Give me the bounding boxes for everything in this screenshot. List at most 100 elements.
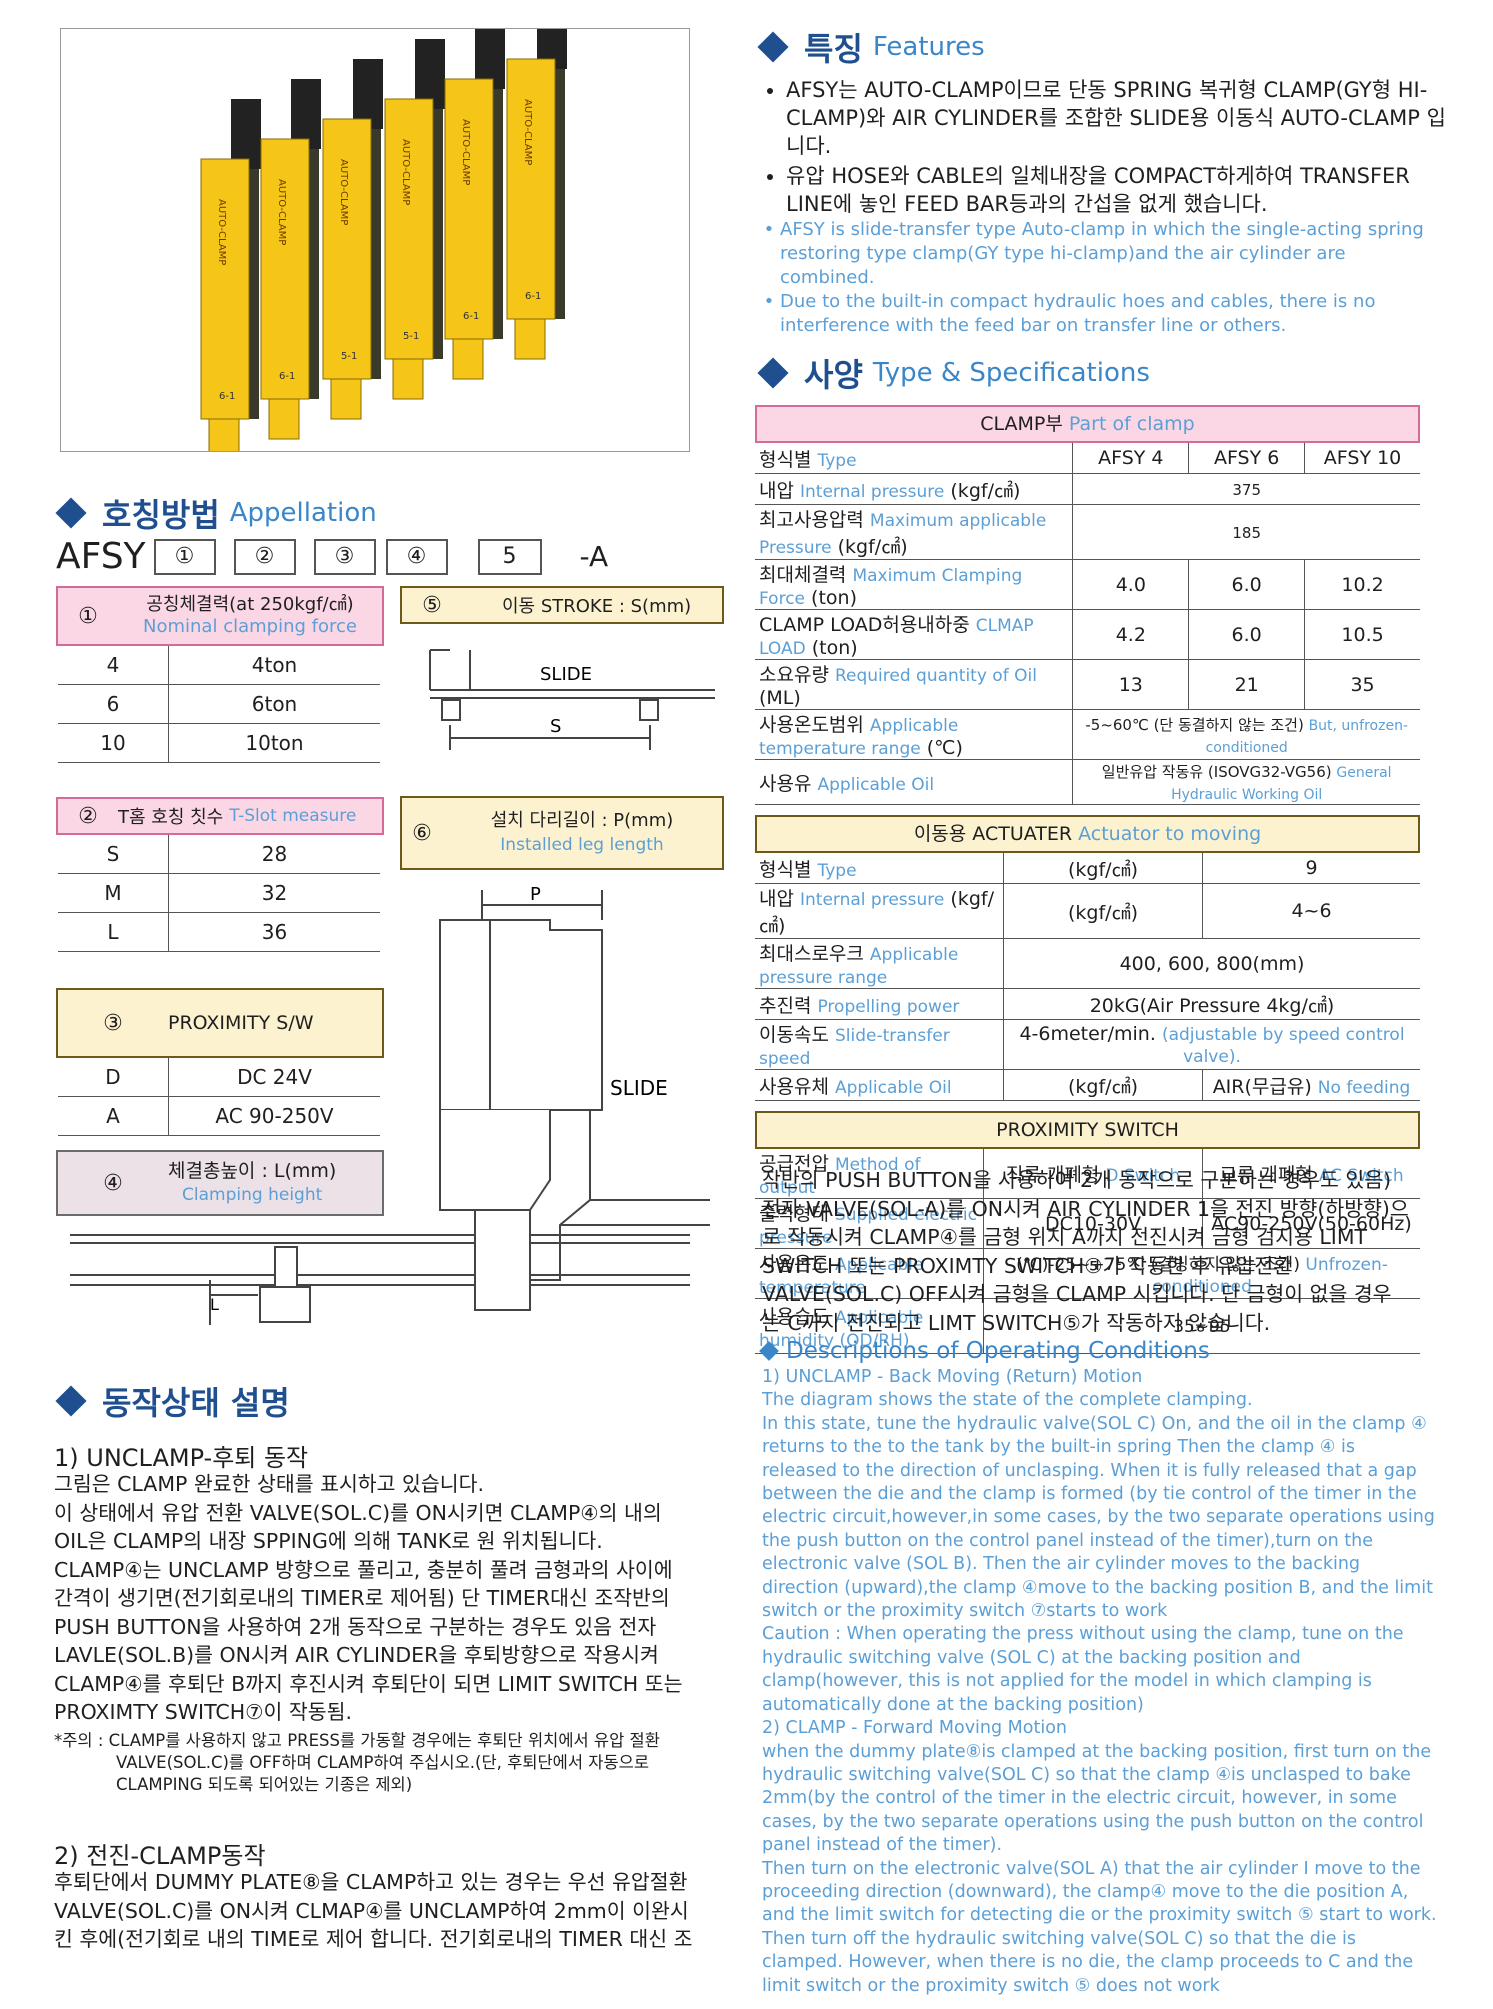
text-line: LAVLE(SOL.B)를 ON시켜 AIR CYLINDER을 후퇴방향으로 … (54, 1643, 659, 1667)
table-row: 사용온도범위 Applicable temperature range (℃)-… (755, 709, 1420, 760)
text-line: 1) UNCLAMP - Back Moving (Return) Motion (762, 1367, 1143, 1387)
clamp-unit: AUTO-CLAMP 5-1 (322, 59, 383, 420)
text-line: clamp(however, this is not applied for t… (762, 1671, 1372, 1692)
appellation-heading: 호칭방법 Appellation (55, 490, 377, 536)
diamond-icon (55, 497, 87, 529)
value-cell: 36 (168, 912, 380, 952)
actuator-header: 이동용 ACTUATER Actuator to moving (755, 815, 1420, 853)
sec1-title: 1) UNCLAMP-후퇴 동작 (54, 1444, 309, 1472)
clamp-label: AUTO-CLAMP (460, 119, 471, 185)
text-line: the push button on the control panel ins… (762, 1530, 1374, 1551)
feature-ko-2: 유압 HOSE와 CABLE의 일체내장을 COMPACT하게하여 TRANSF… (786, 162, 1446, 218)
spec-value: 교류 개폐형 AC Switch (1202, 1149, 1420, 1199)
text-line: hydraulic switching valve (SOL C) at the… (762, 1647, 1301, 1668)
value-cell: DC 24V (168, 1058, 380, 1097)
spec-label: 사용온도범위 Applicable temperature range (℃) (755, 709, 1073, 760)
spec-value: AC90-250V(50-60Hz) (1202, 1198, 1420, 1249)
code-slot-3: ③ (313, 538, 376, 575)
text-line: 2) CLAMP - Forward Moving Motion (762, 1718, 1068, 1739)
text-line: The diagram shows the state of the compl… (762, 1390, 1253, 1411)
spec-value: 4-6meter/min. (adjustable by speed contr… (1003, 1019, 1420, 1070)
spec-value: DC10-30V (983, 1198, 1203, 1249)
spec-unit: (kgf/㎠) (1003, 883, 1203, 939)
stroke-diagram: SLIDE S (429, 649, 715, 750)
specs-title-en: Type & Specifications (872, 358, 1150, 388)
spec-value: 35 (1304, 659, 1420, 710)
sec2-body: 후퇴단에서 DUMMY PLATE⑧을 CLAMP하고 있는 경우는 우선 유압… (54, 1868, 714, 1954)
clamp-size-label: 5-1 (341, 351, 357, 362)
code-cell: 10 (58, 723, 169, 763)
spec-label: 사용습도 Applicable humidity (OD/RH) (755, 1298, 984, 1354)
clamping-height-header: ④ 체결총높이 : L(mm) Clamping height (56, 1150, 384, 1216)
spec-label: 출력형태 Supplied electric pressure (755, 1198, 984, 1249)
clamp-label: AUTO-CLAMP (276, 179, 287, 245)
text-line: VALVE(SOL.C)를 OFF하며 CLAMP하여 주십시오.(단, 후퇴단… (116, 1753, 650, 1772)
spec-label: 이동속도 Slide-transfer speed (755, 1019, 1004, 1070)
operation-heading: 동작상태 설명 (55, 1378, 290, 1424)
sec1-body: 그림은 CLAMP 완료한 상태를 표시하고 있습니다.이 상태에서 유압 전환… (54, 1470, 714, 1727)
text-line: PROXIMTY SWITCH⑦이 작동됨. (54, 1700, 352, 1724)
code-slot-1: ① (153, 538, 216, 575)
spec-value: 20kG(Air Pressure 4kg/㎠) (1003, 988, 1420, 1020)
text-line: CLAMP④를 후퇴단 B까지 후진시켜 후퇴단이 되면 LIMIT SWITC… (54, 1671, 683, 1696)
spec-value: 4.2 (1072, 609, 1189, 660)
text-line: PUSH BUTTON을 사용하여 2개 동작으로 구분하는 경우도 있음 전자 (54, 1614, 657, 1639)
code-suffix: -A (579, 540, 609, 573)
stroke-header: ⑤ 이동 STROKE : S(mm) (400, 586, 724, 624)
table-row: 사용유체 Applicable Oil(kgf/㎠)AIR(무급유) No fe… (755, 1069, 1420, 1101)
text-line: hydraulic switching valve(SOL C) so that… (762, 1764, 1411, 1785)
text-line: CLAMPING 되도록 되어있는 기종은 제외) (116, 1775, 413, 1794)
spec-value: 9 (1202, 853, 1420, 884)
text-line: 이 상태에서 유압 전환 VALVE(SOL.C)를 ON시키면 CLAMP④의… (54, 1500, 662, 1525)
spec-label: 형식별 Type (755, 443, 1073, 474)
clamp-size-label: 6-1 (279, 371, 295, 382)
text-line: released to the direction of unclasping.… (762, 1460, 1417, 1481)
text-line: and the limit switch for detecting die o… (762, 1905, 1437, 1926)
text-line: In this state, tune the hydraulic valve(… (762, 1413, 1427, 1434)
clamp-label: AUTO-CLAMP (338, 159, 349, 225)
text-line: *주의 : CLAMP를 사용하지 않고 PRESS를 가동할 경우에는 후퇴단… (54, 1731, 660, 1750)
spec-value: 4.0 (1072, 559, 1189, 610)
appellation-title-ko: 호칭방법 (102, 496, 220, 534)
text-line: Caution : When operating the press witho… (762, 1624, 1404, 1645)
value-cell: 10ton (168, 723, 380, 763)
actuator-spec-table: 형식별 Type(kgf/㎠)9 내압 Internal pressure (k… (755, 853, 1420, 1101)
spec-value: 400, 600, 800(mm) (1003, 938, 1420, 989)
clamp-illustration: AUTO-CLAMP 6-1 AUTO-CLAMP 6-1 AUTO-CLAMP 5-1A… (200, 0, 567, 460)
features-list: AFSY는 AUTO-CLAMP이므로 단동 SPRING 복귀형 CLAMP(… (766, 76, 1446, 220)
spec-label: 내압 Internal pressure (kgf/㎠) (755, 473, 1073, 505)
spec-value: AFSY 6 (1188, 443, 1305, 474)
spec-value: 35~95 (983, 1298, 1420, 1354)
clamp-size-label: 6-1 (525, 291, 541, 302)
spec-value: 375 (1072, 473, 1420, 505)
spec-value: 185 (1072, 504, 1420, 560)
value-cell: 6ton (168, 684, 380, 724)
text-line: 로 작동시켜 CLAMP④를 금형 위치 A까지 전진시켜 금형 검지용 LIM… (762, 1225, 1368, 1249)
operation-title-ko: 동작상태 설명 (102, 1384, 290, 1422)
spec-unit: (kgf/㎠) (1003, 1069, 1203, 1101)
spec-value: AIR(무급유) No feeding (1202, 1069, 1420, 1101)
feature-en-2: Due to the built-in compact hydraulic ho… (780, 290, 1440, 338)
code-cell: S (58, 835, 169, 874)
caution-note: *주의 : CLAMP를 사용하지 않고 PRESS를 가동할 경우에는 후퇴단… (54, 1730, 714, 1796)
text-line: VALVE(SOL.C) OFF시켜 금형을 CLAMP 시킵니다. 단 금형이… (762, 1282, 1392, 1306)
text-line: 후퇴단에서 DUMMY PLATE⑧을 CLAMP하고 있는 경우는 우선 유압… (54, 1870, 688, 1894)
spec-unit: (kgf/㎠) (1003, 853, 1203, 884)
spec-label: 최대스로우크 Applicable pressure range (755, 938, 1004, 989)
spec-label: 내압 Internal pressure (kgf/㎠) (755, 883, 1004, 939)
leg-length-header: ⑥ 설치 다리길이 : P(mm) Installed leg length (400, 796, 724, 870)
text-line: limit switch or the proximity switch ⑤ d… (762, 1975, 1220, 1996)
